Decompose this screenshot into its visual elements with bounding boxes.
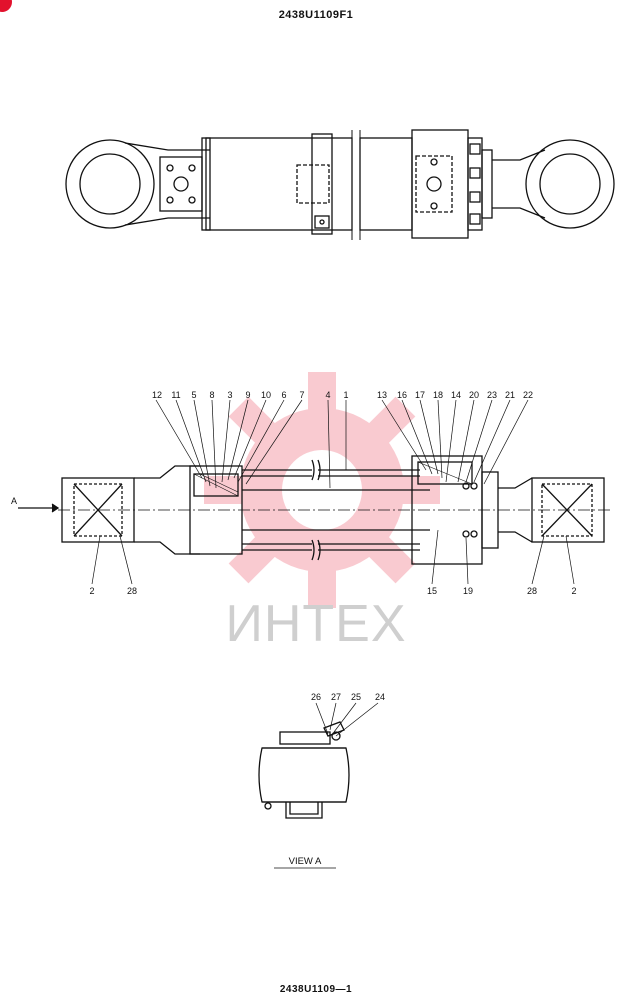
section-callouts-top: 12 11 5 8 3 9 10 6 7 4 1 13 16 17 18 14 …	[152, 390, 533, 400]
callout-28-left: 28	[127, 586, 137, 596]
callout-11: 11	[171, 390, 180, 400]
callout-13: 13	[377, 390, 387, 400]
callout-23: 23	[487, 390, 497, 400]
callout-20: 20	[469, 390, 479, 400]
callout-16: 16	[397, 390, 407, 400]
callout-10: 10	[261, 390, 271, 400]
callout-27: 27	[331, 692, 341, 702]
watermark-text: ИНТЕХ	[225, 595, 407, 653]
callout-1: 1	[343, 390, 348, 400]
callout-12: 12	[152, 390, 162, 400]
view-a-label: VIEW A	[289, 856, 322, 867]
callout-17: 17	[415, 390, 425, 400]
callout-2-right: 2	[571, 586, 576, 596]
callout-2-left: 2	[89, 586, 94, 596]
callout-22: 22	[523, 390, 533, 400]
drawing-title: 2438U1109F1	[278, 9, 354, 21]
callout-26: 26	[311, 692, 321, 702]
callout-3: 3	[227, 390, 232, 400]
callout-6: 6	[281, 390, 286, 400]
callout-24: 24	[375, 692, 385, 702]
callout-5: 5	[191, 390, 196, 400]
drawing-footer-code: 2438U1109—1	[279, 984, 353, 995]
callout-8: 8	[209, 390, 214, 400]
section-leader-lines	[91, 399, 575, 737]
view-arrow-label: A	[11, 496, 17, 506]
callout-7: 7	[299, 390, 304, 400]
cylinder-section-view	[18, 455, 612, 565]
callout-18: 18	[433, 390, 443, 400]
callout-9: 9	[245, 390, 250, 400]
view-a-drawing	[258, 721, 350, 819]
cylinder-top-view	[65, 129, 615, 240]
callout-21: 21	[505, 390, 515, 400]
view-a-callouts: 26 27 25 24	[311, 692, 385, 702]
corner-logo-mark	[0, 0, 12, 12]
callout-15: 15	[427, 586, 437, 596]
callout-25: 25	[351, 692, 361, 702]
callout-19: 19	[463, 586, 473, 596]
callout-28-right: 28	[527, 586, 537, 596]
section-callouts-bottom: 2 28 15 19 28 2	[89, 586, 576, 596]
callout-14: 14	[451, 390, 461, 400]
callout-4: 4	[325, 390, 330, 400]
